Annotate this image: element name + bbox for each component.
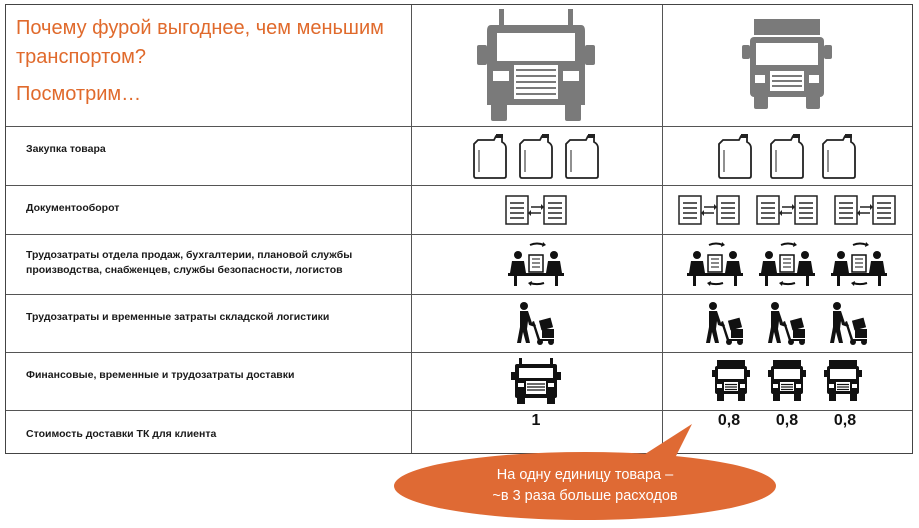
truck-icon	[511, 358, 561, 404]
document-exchange-icon	[834, 195, 896, 225]
warehouse-right	[662, 295, 912, 351]
office-labor-left	[412, 235, 660, 293]
callout-line-2: ~в 3 раза больше расходов	[492, 488, 678, 504]
small-truck-icon	[742, 19, 832, 109]
canister-icon	[822, 134, 856, 179]
office-workers-icon	[687, 242, 743, 286]
header-left	[412, 6, 660, 124]
documents-right	[662, 186, 912, 234]
porter-cart-icon	[517, 302, 554, 345]
row-divider	[6, 410, 912, 411]
title-question: Почему фурой выгоднее, чем меньшим транс…	[16, 17, 384, 68]
canister-icon	[519, 134, 553, 179]
tk-cost-value: 0,8	[717, 412, 741, 429]
title-subtitle: Посмотрим…	[16, 83, 142, 105]
document-exchange-icon	[505, 195, 567, 225]
tk-cost-value: 1	[531, 412, 541, 429]
row-label-tk-cost: Стоимость доставки ТК для клиента	[26, 428, 217, 440]
column-divider	[662, 5, 663, 453]
canister-icon	[473, 134, 507, 179]
truck-icon	[824, 360, 862, 401]
row-label-warehouse: Трудозатраты и временные затраты складск…	[26, 311, 330, 323]
row-divider	[6, 126, 912, 127]
truck-icon	[712, 360, 750, 401]
document-exchange-icon	[678, 195, 740, 225]
office-workers-icon	[831, 242, 887, 286]
porter-cart-icon	[706, 302, 743, 345]
row-label-office-labor: Трудозатраты отдела продаж, бухгалтерии,…	[26, 249, 353, 276]
header-right	[662, 6, 912, 124]
document-exchange-icon	[756, 195, 818, 225]
office-workers-icon	[508, 242, 564, 286]
tk-cost-left: 1	[412, 410, 660, 432]
callout-line-1: На одну единицу товара –	[496, 467, 674, 483]
row-divider	[6, 294, 912, 295]
purchase-left	[412, 127, 660, 185]
row-divider	[6, 185, 912, 186]
porter-cart-icon	[768, 302, 805, 345]
column-divider	[411, 5, 412, 453]
row-label-documents: Документооборот	[26, 202, 120, 214]
tk-cost-value: 0,8	[833, 412, 857, 429]
tk-cost-value: 0,8	[775, 412, 799, 429]
canister-icon	[718, 134, 752, 179]
delivery-left	[412, 353, 660, 409]
row-divider	[6, 234, 912, 235]
delivery-right	[662, 353, 912, 409]
warehouse-left	[412, 295, 660, 351]
page-title: Почему фурой выгоднее, чем меньшим транс…	[16, 14, 406, 109]
office-labor-right	[662, 235, 912, 293]
callout-bubble: На одну единицу товара – ~в 3 раза больш…	[392, 420, 778, 522]
canister-icon	[565, 134, 599, 179]
row-label-purchase: Закупка товара	[26, 143, 106, 155]
canister-icon	[770, 134, 804, 179]
documents-left	[412, 186, 660, 234]
truck-icon	[768, 360, 806, 401]
big-truck-icon	[477, 9, 595, 121]
callout-text: На одну единицу товара – ~в 3 раза больш…	[392, 465, 778, 507]
porter-cart-icon	[830, 302, 867, 345]
purchase-right	[662, 127, 912, 185]
row-divider	[6, 352, 912, 353]
callout-shape	[394, 424, 776, 520]
comparison-table	[5, 4, 913, 454]
tk-cost-right: 0,8 0,8 0,8	[662, 410, 912, 432]
row-label-delivery: Финансовые, временные и трудозатраты дос…	[26, 369, 295, 381]
office-workers-icon	[759, 242, 815, 286]
